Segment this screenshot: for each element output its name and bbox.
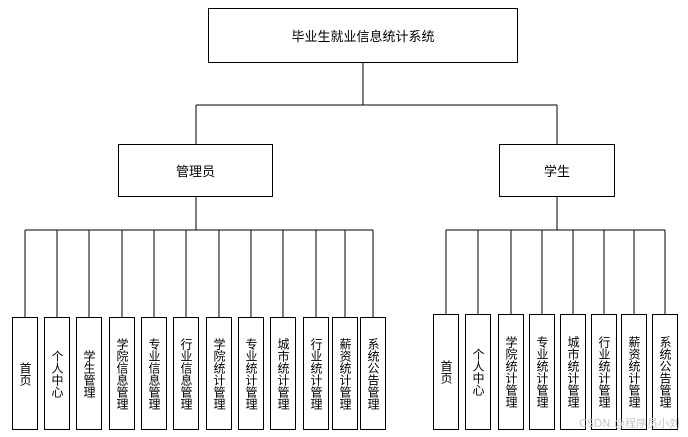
admin-node: 管理员 [118, 144, 273, 197]
student-leaf-home: 首页 [433, 314, 459, 430]
admin-leaf-salary-stats: 薪资统计管理 [332, 317, 358, 430]
student-leaf-industry-stats: 行业统计管理 [591, 314, 617, 430]
admin-leaf-industry-info: 行业信息管理 [173, 317, 199, 430]
root-node: 毕业生就业信息统计系统 [208, 8, 518, 63]
admin-leaf-announcements: 系统公告管理 [360, 317, 386, 430]
admin-leaf-home: 首页 [12, 317, 38, 430]
admin-leaf-major-stats: 专业统计管理 [238, 317, 264, 430]
admin-leaf-students: 学生管理 [76, 317, 102, 430]
admin-leaf-college-stats: 学院统计管理 [206, 317, 232, 430]
student-node: 学生 [499, 144, 615, 197]
student-leaf-announcements: 系统公告管理 [652, 314, 678, 430]
student-leaf-city-stats: 城市统计管理 [560, 314, 586, 430]
admin-leaf-major-info: 专业信息管理 [141, 317, 167, 430]
watermark: CSDN @程序员小刘 [579, 417, 680, 430]
admin-leaf-industry-stats: 行业统计管理 [303, 317, 329, 430]
student-leaf-profile: 个人中心 [465, 314, 491, 430]
admin-leaf-profile: 个人中心 [44, 317, 70, 430]
student-leaf-salary-stats: 薪资统计管理 [621, 314, 647, 430]
admin-leaf-city-stats: 城市统计管理 [270, 317, 296, 430]
admin-leaf-college-info: 学院信息管理 [109, 317, 135, 430]
student-leaf-college-stats: 学院统计管理 [498, 314, 524, 430]
student-leaf-major-stats: 专业统计管理 [529, 314, 555, 430]
